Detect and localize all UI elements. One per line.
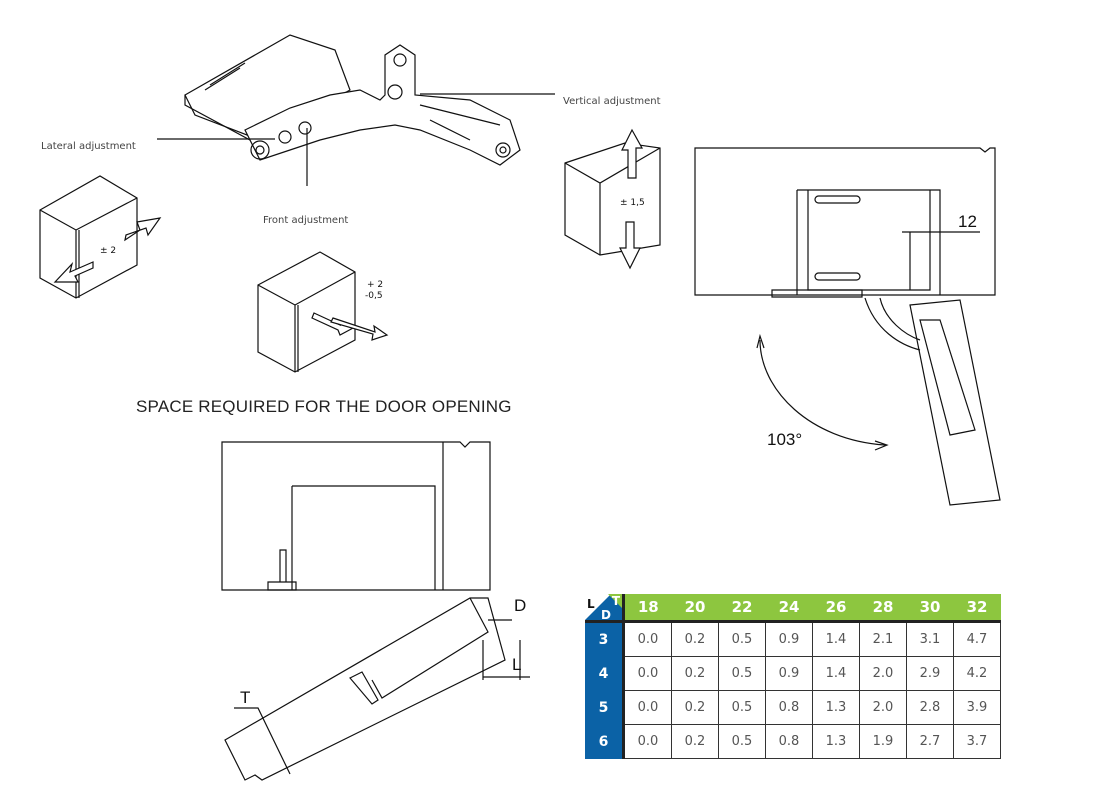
table-cell: 0.2 [671, 621, 719, 657]
table-cell: 0.2 [671, 690, 719, 725]
lateral-adjustment-label: Lateral adjustment [41, 141, 136, 152]
table-cell: 1.3 [812, 724, 860, 759]
table-cell: 2.0 [859, 656, 907, 691]
table-cell: 1.9 [859, 724, 907, 759]
column-header: 28 [859, 594, 907, 623]
column-header: 20 [671, 594, 719, 623]
vertical-value: ± 1,5 [620, 198, 645, 208]
corner-label-t: T [611, 594, 620, 608]
dimension-l: L [512, 655, 522, 674]
row-header: 6 [585, 724, 625, 759]
dimension-t: T [240, 688, 251, 707]
installed-hinge-view [694, 147, 1001, 506]
table-cell: 0.0 [623, 690, 672, 725]
table-cell: 0.5 [718, 724, 766, 759]
front-adjustment-label: Front adjustment [263, 215, 349, 226]
front-value-plus: + 2 [367, 280, 384, 290]
door-opening-view [221, 441, 530, 781]
table-cell: 1.3 [812, 690, 860, 725]
table-cell: 0.8 [765, 724, 813, 759]
table-cell: 0.0 [623, 724, 672, 759]
table-cell: 2.7 [906, 724, 954, 759]
column-header: 22 [718, 594, 766, 623]
table-cell: 0.2 [671, 724, 719, 759]
row-header: 5 [585, 690, 625, 725]
table-cell: 3.1 [906, 621, 954, 657]
table-cell: 4.2 [953, 656, 1001, 691]
column-header: 18 [623, 594, 672, 623]
column-header: 30 [906, 594, 954, 623]
row-header: 3 [585, 621, 625, 657]
row-header: 4 [585, 656, 625, 691]
front-adjustment-cube [257, 251, 389, 373]
table-cell: 1.4 [812, 656, 860, 691]
table-cell: 2.8 [906, 690, 954, 725]
column-header: 26 [812, 594, 860, 623]
table-cell: 1.4 [812, 621, 860, 657]
table-cell: 0.0 [623, 621, 672, 657]
lateral-value: ± 2 [100, 246, 117, 256]
opening-angle: 103° [767, 430, 803, 449]
table-cell: 0.5 [718, 690, 766, 725]
vertical-adjustment-cube [564, 128, 661, 270]
table-cell: 0.8 [765, 690, 813, 725]
table-cell: 2.0 [859, 690, 907, 725]
section-title: SPACE REQUIRED FOR THE DOOR OPENING [136, 397, 512, 416]
table-cell: 0.9 [765, 621, 813, 657]
vertical-adjustment-label: Vertical adjustment [563, 96, 661, 107]
table-cell: 0.9 [765, 656, 813, 691]
table-cell: 2.1 [859, 621, 907, 657]
table-corner: L T D [585, 594, 625, 623]
corner-label-d: D [601, 608, 611, 622]
table-cell: 2.9 [906, 656, 954, 691]
table-cell: 0.2 [671, 656, 719, 691]
corner-label-l: L [587, 597, 595, 611]
column-header: 32 [953, 594, 1001, 623]
table-cell: 3.9 [953, 690, 1001, 725]
table-cell: 3.7 [953, 724, 1001, 759]
hinge-illustration [184, 34, 521, 166]
dimension-12: 12 [958, 212, 977, 231]
table-cell: 0.5 [718, 621, 766, 657]
front-value-minus: -0,5 [365, 291, 383, 301]
column-header: 24 [765, 594, 813, 623]
lateral-adjustment-cube [39, 175, 162, 299]
table-cell: 0.5 [718, 656, 766, 691]
table-cell: 4.7 [953, 621, 1001, 657]
dimension-d: D [514, 596, 527, 615]
table-cell: 0.0 [623, 656, 672, 691]
